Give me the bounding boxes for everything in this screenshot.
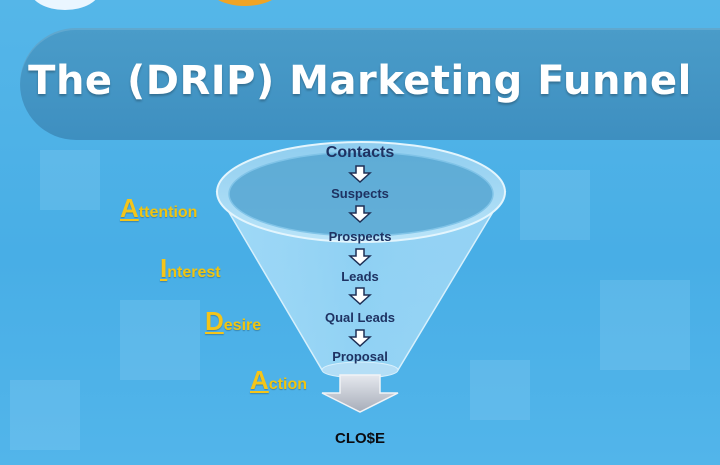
aida-initial: I xyxy=(160,253,168,283)
stage-proposal: Proposal xyxy=(332,349,388,364)
aida-action: Action xyxy=(250,365,307,396)
stage-qual-leads: Qual Leads xyxy=(324,310,396,325)
down-arrow-icon xyxy=(348,329,372,348)
aida-initial: A xyxy=(250,365,269,395)
down-arrow-icon xyxy=(348,205,372,224)
aida-initial: A xyxy=(120,193,139,223)
output-arrow xyxy=(321,374,399,413)
down-arrow-icon xyxy=(348,165,372,184)
page-title: The (DRIP) Marketing Funnel xyxy=(28,58,692,104)
down-arrow-icon xyxy=(348,287,372,306)
aida-rest: esire xyxy=(223,317,262,334)
aida-rest: ction xyxy=(268,376,307,393)
aida-attention: Attention xyxy=(120,193,197,224)
aida-initial: D xyxy=(205,306,224,336)
aida-interest: Interest xyxy=(160,253,221,284)
stage-prospects: Prospects xyxy=(328,229,392,244)
down-arrow-icon xyxy=(348,248,372,267)
stage-arrows xyxy=(348,165,372,348)
stage-contacts: Contacts xyxy=(325,144,395,161)
stage-leads: Leads xyxy=(341,269,379,284)
funnel-opening xyxy=(228,151,494,237)
aida-rest: nterest xyxy=(167,264,221,281)
aida-desire: Desire xyxy=(205,306,261,337)
decorative-orange-shape xyxy=(205,0,285,6)
decorative-white-shape xyxy=(30,0,100,10)
outcome-close: CLO$E xyxy=(334,430,385,447)
aida-rest: ttention xyxy=(138,204,198,221)
title-banner xyxy=(20,28,720,140)
stage-suspects: Suspects xyxy=(331,186,389,201)
